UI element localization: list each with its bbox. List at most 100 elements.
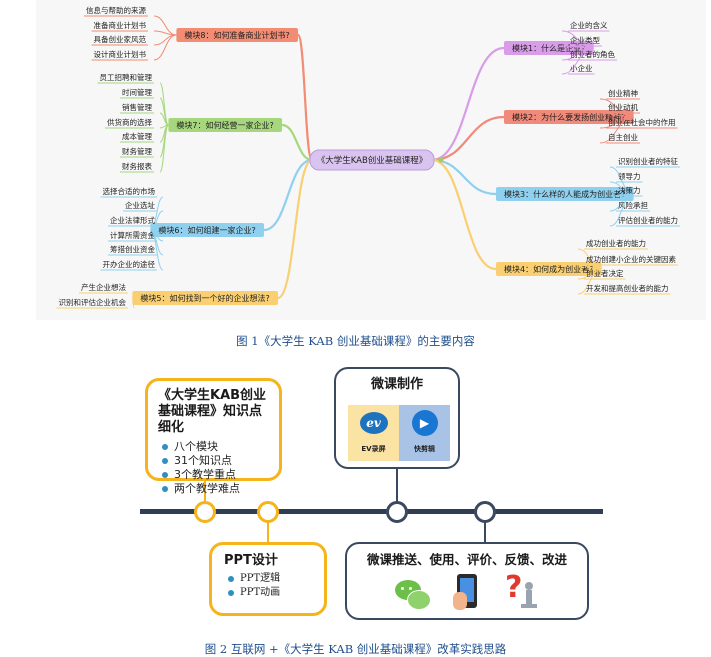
module-box bbox=[150, 223, 264, 237]
list-item: 3个教学重点 bbox=[158, 468, 269, 482]
leaf-connector bbox=[153, 15, 177, 36]
wechat-icon bbox=[395, 578, 431, 610]
leaf-label: 创业者的角色 bbox=[570, 49, 615, 59]
module-label: 模块5：如何找到一个好的企业想法? bbox=[140, 293, 269, 303]
leaf-label: 信息与帮助的来源 bbox=[86, 5, 146, 15]
connector-1 bbox=[204, 480, 206, 510]
leaf-connector bbox=[149, 229, 164, 271]
leaf-label: 产生企业想法 bbox=[81, 282, 126, 292]
ev-label: EV录屏 bbox=[361, 445, 386, 453]
timeline-node-1 bbox=[194, 501, 216, 523]
micro-course-box: 微课制作 ev EV录屏 ▶ 快剪辑 bbox=[334, 367, 460, 469]
leaf-label: 小企业 bbox=[570, 63, 593, 73]
micro-course-title: 微课制作 bbox=[370, 377, 423, 392]
leaf-label: 开办企业的途径 bbox=[103, 259, 156, 269]
module-box bbox=[496, 187, 634, 201]
branch-curve bbox=[296, 33, 314, 162]
ppt-design-box: PPT设计 PPT逻辑 PPT动画 bbox=[209, 542, 327, 616]
leaf-label: 销售管理 bbox=[122, 102, 152, 112]
list-item: PPT逻辑 bbox=[224, 572, 312, 586]
branch-curve bbox=[431, 115, 505, 162]
leaf-label: 创业精神 bbox=[608, 88, 638, 98]
leaf-connector bbox=[577, 268, 602, 295]
leaf-label: 准备商业计划书 bbox=[94, 20, 147, 30]
leaf-connector bbox=[159, 124, 169, 173]
leaf-connector bbox=[609, 193, 634, 227]
list-item: 八个模块 bbox=[158, 440, 269, 454]
branch-curve bbox=[431, 158, 497, 271]
branch-curve bbox=[263, 158, 313, 232]
leaf-label: 企业选址 bbox=[125, 200, 155, 210]
leaf-label: 财务管理 bbox=[122, 146, 152, 156]
timeline-node-3 bbox=[386, 501, 408, 523]
leaf-label: 决策力 bbox=[618, 185, 641, 195]
branch-curve bbox=[281, 123, 313, 162]
center-node bbox=[309, 149, 435, 171]
leaf-label: 风险承担 bbox=[618, 200, 648, 210]
phone-hand-icon bbox=[453, 574, 483, 612]
leaf-label: 筹措创业资金 bbox=[110, 244, 155, 254]
leaf-label: 自主创业 bbox=[608, 132, 638, 142]
module-box bbox=[132, 291, 278, 305]
module-label: 模块7：如何经营一家企业? bbox=[176, 120, 273, 130]
branch-curve bbox=[277, 158, 313, 300]
leaf-connector bbox=[561, 47, 594, 75]
center-dot bbox=[438, 157, 444, 163]
timeline-node-4 bbox=[474, 501, 496, 523]
leaf-label: 计算所需资金 bbox=[110, 230, 155, 240]
module-box bbox=[168, 118, 282, 132]
promotion-title: 微课推送、使用、评价、反馈、改进 bbox=[366, 552, 567, 567]
module-label: 模块4：如何成为创业者? bbox=[504, 264, 593, 274]
leaf-label: 创业者决定 bbox=[586, 268, 624, 278]
leaf-label: 成功创建小企业的关键因素 bbox=[586, 254, 676, 264]
leaf-label: 财务报表 bbox=[122, 161, 152, 171]
leaf-label: 成本管理 bbox=[122, 131, 152, 141]
list-item: PPT动画 bbox=[224, 586, 312, 600]
ppt-design-title: PPT设计 bbox=[224, 553, 278, 568]
leaf-label: 创业在社会中的作用 bbox=[608, 117, 676, 127]
module-label: 模块3：什么样的人能成为创业者? bbox=[504, 189, 625, 199]
list-item: 两个教学难点 bbox=[158, 482, 269, 496]
leaf-connector bbox=[599, 116, 634, 144]
connector-2 bbox=[267, 522, 269, 544]
leaf-label: 识别和评估企业机会 bbox=[59, 297, 127, 307]
knowledge-box: 《大学生KAB创业基础课程》知识点细化 八个模块 31个知识点 3个教学重点 两… bbox=[145, 378, 282, 495]
module-label: 模块8：如何准备商业计划书? bbox=[184, 30, 289, 40]
connector-3 bbox=[396, 468, 398, 502]
play-icon: ▶ bbox=[411, 410, 438, 436]
leaf-connector bbox=[131, 297, 135, 309]
list-item: 31个知识点 bbox=[158, 454, 269, 468]
ev-recorder-app: ev EV录屏 bbox=[348, 405, 399, 461]
leaf-label: 时间管理 bbox=[122, 87, 152, 97]
module-box bbox=[496, 262, 602, 276]
module-label: 模块2：为什么要发扬创业精神? bbox=[512, 112, 625, 122]
timeline-node-2 bbox=[257, 501, 279, 523]
module-box bbox=[176, 28, 298, 42]
leaf-label: 企业的含义 bbox=[570, 20, 608, 30]
leaf-label: 员工招聘和管理 bbox=[100, 72, 153, 82]
ev-icon: ev bbox=[359, 412, 388, 434]
module-label: 模块6：如何组建一家企业? bbox=[158, 225, 255, 235]
leaf-label: 具备创业家风范 bbox=[94, 34, 147, 44]
leaf-label: 领导力 bbox=[618, 171, 641, 181]
leaf-label: 选择合适的市场 bbox=[103, 186, 156, 196]
branch-curve bbox=[431, 46, 505, 162]
module-label: 模块1：什么是企业? bbox=[512, 43, 585, 53]
kuaijianji-app: ▶ 快剪辑 bbox=[399, 405, 450, 461]
leaf-connector bbox=[153, 34, 177, 61]
leaf-label: 企业类型 bbox=[570, 35, 600, 45]
leaf-label: 评估创业者的能力 bbox=[618, 215, 678, 225]
leaf-label: 成功创业者的能力 bbox=[586, 238, 646, 248]
leaf-connector bbox=[153, 30, 177, 36]
kuaijianji-label: 快剪辑 bbox=[414, 445, 435, 453]
leaf-connector bbox=[153, 34, 177, 46]
leaf-label: 识别创业者的特征 bbox=[618, 156, 678, 166]
leaf-label: 开发和提高创业者的能力 bbox=[586, 283, 669, 293]
mindmap: 模块1：什么是企业? 企业的含义企业类型创业者的角色小企业模块2：为什么要发扬创业… bbox=[56, 5, 680, 309]
knowledge-box-title: 《大学生KAB创业基础课程》知识点细化 bbox=[158, 388, 267, 435]
promotion-box: 微课推送、使用、评价、反馈、改进 ? bbox=[345, 542, 589, 620]
leaf-label: 企业法律形式 bbox=[110, 215, 155, 225]
center-label: 《大学生KAB创业基础课程》 bbox=[317, 155, 428, 166]
timeline bbox=[140, 509, 603, 514]
connector-4 bbox=[484, 522, 486, 542]
